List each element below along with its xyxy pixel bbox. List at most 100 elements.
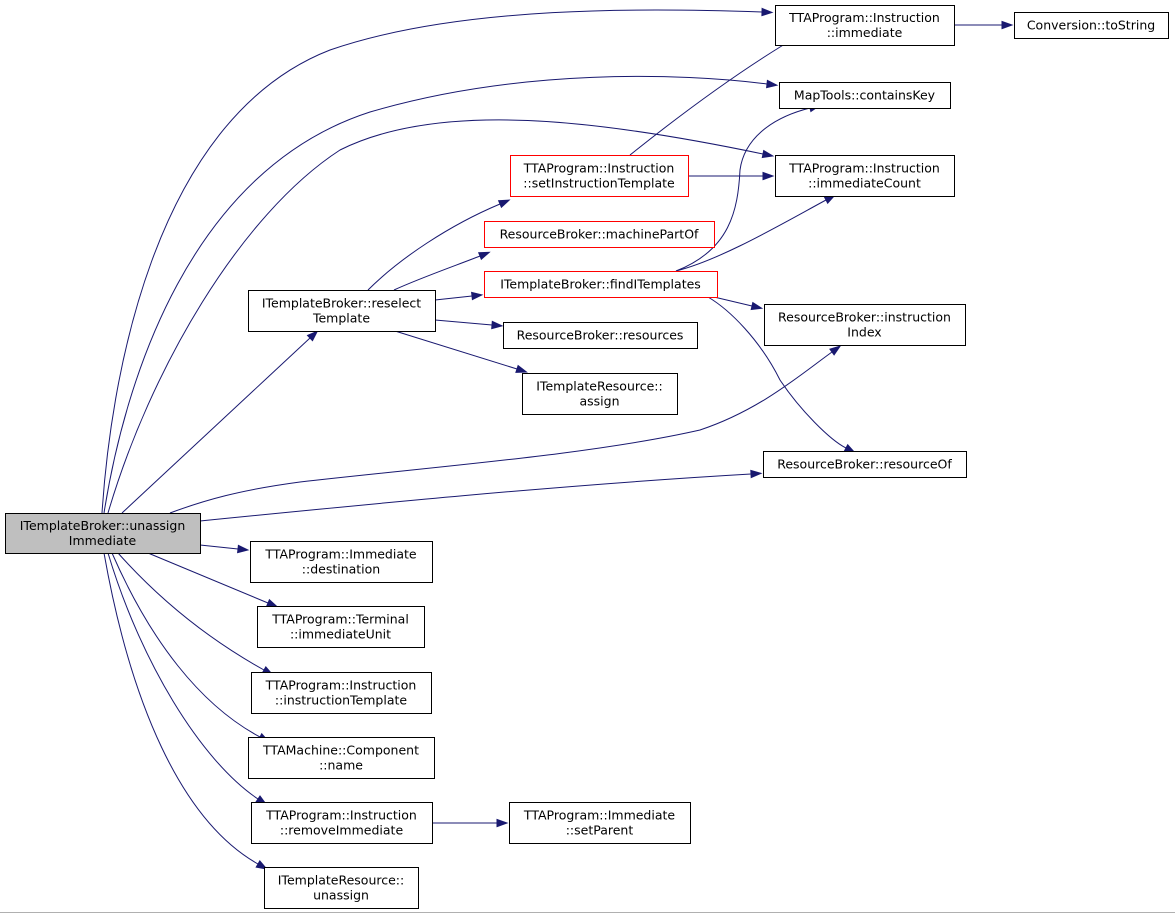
edge-line <box>103 552 259 865</box>
node-resources[interactable]: ResourceBroker::resources <box>503 322 698 349</box>
edge-line <box>675 199 827 272</box>
edge-instruction_immediate-to-conversion_to_string <box>954 20 1014 30</box>
arrowhead-icon <box>237 544 250 554</box>
edge-line <box>707 296 847 449</box>
edge-find_itemplates-to-instruction_index <box>713 296 764 311</box>
node-label-line: ::setInstructionTemplate <box>523 176 675 191</box>
edge-line <box>629 34 801 156</box>
node-immediate-count[interactable]: TTAProgram::Instruction::immediateCount <box>775 155 955 197</box>
node-find-itemplates[interactable]: ITemplateBroker::findITemplates <box>484 271 718 298</box>
arrowhead-icon <box>265 598 279 608</box>
edge-unassign_immediate-to-immediate_destination <box>199 544 250 554</box>
node-box <box>248 737 435 779</box>
node-label-line: assign <box>579 394 619 409</box>
node-immediate-set-parent[interactable]: TTAProgram::Immediate::setParent <box>509 802 691 844</box>
edge-line <box>713 296 753 307</box>
node-box <box>251 672 432 714</box>
node-box <box>775 5 955 46</box>
arrowhead-icon <box>477 251 491 261</box>
arrowhead-icon <box>1001 20 1014 30</box>
edge-unassign_immediate-to-itemplate_resource_unassign <box>103 552 268 870</box>
node-label-line: TTAProgram::Instruction <box>788 10 940 25</box>
edge-unassign_immediate-to-reselect_template <box>121 330 319 514</box>
node-label-line: ResourceBroker::resources <box>517 328 684 343</box>
arrowhead-icon <box>762 171 775 181</box>
node-instruction-instruction-template[interactable]: TTAProgram::Instruction::instructionTemp… <box>251 672 432 714</box>
node-set-instruction-template[interactable]: TTAProgram::Instruction::setInstructionT… <box>510 155 689 197</box>
node-box <box>257 606 425 648</box>
node-label-line: ITemplateBroker::unassign <box>20 518 186 533</box>
edge-line <box>199 544 239 550</box>
edge-line <box>107 552 259 800</box>
arrowhead-icon <box>761 149 775 159</box>
node-maptools-contains-key[interactable]: MapTools::containsKey <box>779 82 951 109</box>
edge-reselect_template-to-itemplate_resource_assign <box>394 330 528 373</box>
arrowhead-icon <box>766 79 779 89</box>
arrowhead-icon <box>515 364 528 373</box>
arrowhead-icon <box>761 7 774 17</box>
arrowhead-icon <box>471 291 484 301</box>
edge-unassign_immediate-to-instruction_instruction_template <box>117 552 274 676</box>
edge-unassign_immediate-to-component_name <box>111 552 271 743</box>
node-label-line: TTAProgram::Instruction <box>523 161 675 176</box>
node-label-line: ITemplateBroker::reselect <box>262 296 421 311</box>
node-label-line: TTAProgram::Instruction <box>788 161 940 176</box>
node-label-line: ::immediateUnit <box>290 627 391 642</box>
node-box <box>764 304 966 346</box>
edge-line <box>199 473 752 522</box>
edge-line <box>434 319 493 326</box>
node-box <box>5 513 201 554</box>
edge-remove_immediate-to-immediate_set_parent <box>432 818 509 828</box>
edge-line <box>101 9 763 514</box>
node-terminal-immediate-unit[interactable]: TTAProgram::Terminal::immediateUnit <box>257 606 425 648</box>
node-box <box>251 802 433 844</box>
node-remove-immediate[interactable]: TTAProgram::Instruction::removeImmediate <box>251 802 433 844</box>
node-label-line: TTAProgram::Immediate <box>523 808 675 823</box>
edge-line <box>169 351 833 514</box>
arrowhead-icon <box>497 199 511 209</box>
node-box <box>1014 12 1169 39</box>
node-itemplate-resource-assign[interactable]: ITemplateResource::assign <box>522 373 678 415</box>
edge-unassign_immediate-to-instruction_index <box>169 345 842 514</box>
node-label-line: TTAProgram::Instruction <box>265 808 417 823</box>
node-label-line: ResourceBroker::machinePartOf <box>500 227 699 242</box>
arrowhead-icon <box>496 818 509 828</box>
edge-line <box>103 75 768 514</box>
bottom-border <box>0 912 1175 913</box>
edge-unassign_immediate-to-immediate_count <box>107 119 775 514</box>
node-label-line: unassign <box>313 888 369 903</box>
node-instruction-immediate[interactable]: TTAProgram::Instruction::immediate <box>775 5 955 46</box>
node-label-line: TTAMachine::Component <box>262 743 419 758</box>
node-component-name[interactable]: TTAMachine::Component::name <box>248 737 435 779</box>
node-machine-part-of[interactable]: ResourceBroker::machinePartOf <box>484 221 715 248</box>
edge-line <box>111 552 261 738</box>
arrowhead-icon <box>255 860 268 870</box>
node-label-line: Template <box>312 311 370 326</box>
node-box <box>484 271 718 298</box>
node-resource-of[interactable]: ResourceBroker::resourceOf <box>763 451 967 478</box>
node-box <box>503 322 698 349</box>
node-itemplate-resource-unassign[interactable]: ITemplateResource::unassign <box>264 867 419 909</box>
edges-layer <box>101 7 1014 870</box>
edge-reselect_template-to-resources <box>434 319 504 330</box>
node-box <box>250 541 433 583</box>
edge-set_instruction_template-to-immediate_count <box>688 171 775 181</box>
node-label-line: TTAProgram::Instruction <box>265 678 417 693</box>
edge-reselect_template-to-find_itemplates <box>434 291 484 301</box>
node-immediate-destination[interactable]: TTAProgram::Immediate::destination <box>250 541 433 583</box>
node-box <box>522 373 678 415</box>
node-conversion-to-string[interactable]: Conversion::toString <box>1014 12 1169 39</box>
node-box <box>509 802 691 844</box>
node-label-line: ::immediate <box>827 25 903 40</box>
edge-line <box>434 295 473 301</box>
node-box <box>264 867 419 909</box>
node-label-line: ::name <box>319 758 363 773</box>
edge-line <box>117 552 265 671</box>
edge-unassign_immediate-to-instruction_immediate <box>101 7 774 514</box>
node-label-line: ITemplateBroker::findITemplates <box>500 277 701 292</box>
edge-line <box>393 255 481 291</box>
